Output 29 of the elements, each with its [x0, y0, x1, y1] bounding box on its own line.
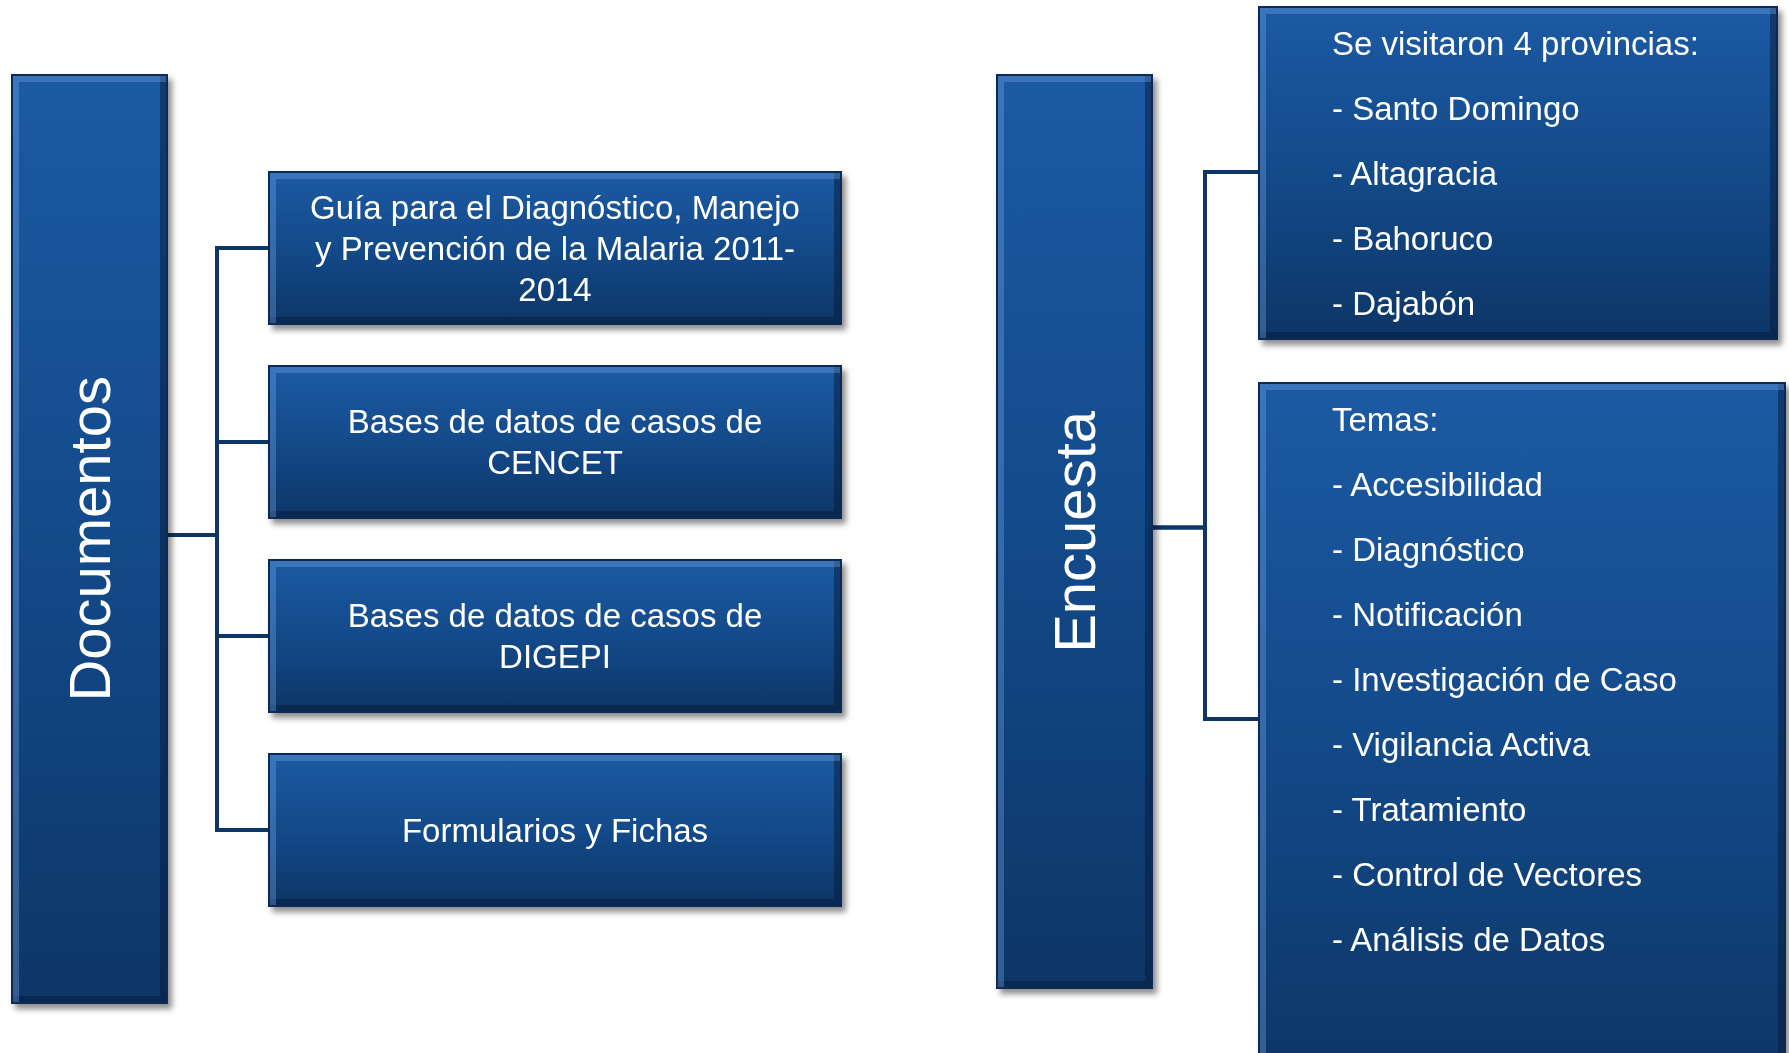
- category-label: Encuesta: [1045, 410, 1104, 653]
- category-box: [11, 74, 168, 1004]
- list-item: - Diagnóstico: [1332, 530, 1525, 570]
- info-box: [1258, 382, 1786, 1053]
- list-item: - Altagracia: [1332, 154, 1498, 194]
- list-item: - Vigilancia Activa: [1332, 725, 1591, 765]
- list-heading: Temas:: [1332, 400, 1439, 440]
- list-item: - Análisis de Datos: [1332, 920, 1606, 960]
- list-heading: Se visitaron 4 provincias:: [1332, 24, 1699, 64]
- list-item: - Accesibilidad: [1332, 465, 1543, 505]
- document-box: [268, 365, 842, 519]
- category-label: Documentos: [60, 376, 119, 702]
- box-text: Formularios y Fichas: [401, 810, 709, 851]
- list-item: - Notificación: [1332, 595, 1523, 635]
- list-item: - Santo Domingo: [1332, 89, 1580, 129]
- list-item: - Tratamiento: [1332, 790, 1527, 830]
- category-box: [996, 74, 1153, 989]
- list-item: - Control de Vectores: [1332, 855, 1642, 895]
- box-text: Bases de datos de casos de CENCET: [346, 402, 764, 483]
- list-item: - Bahoruco: [1332, 219, 1494, 259]
- list-item: - Dajabón: [1332, 284, 1476, 324]
- box-text: Bases de datos de casos de DIGEPI: [346, 596, 764, 677]
- box-text: Guía para el Diagnóstico, Manejo y Prevención de la Malaria 2011-2014: [309, 187, 801, 310]
- connector-line: [1153, 525, 1258, 721]
- document-box: [268, 559, 842, 713]
- list-item: - Investigación de Caso: [1332, 660, 1677, 700]
- info-box: [1258, 6, 1778, 340]
- document-box: [268, 753, 842, 907]
- document-box: [268, 171, 842, 325]
